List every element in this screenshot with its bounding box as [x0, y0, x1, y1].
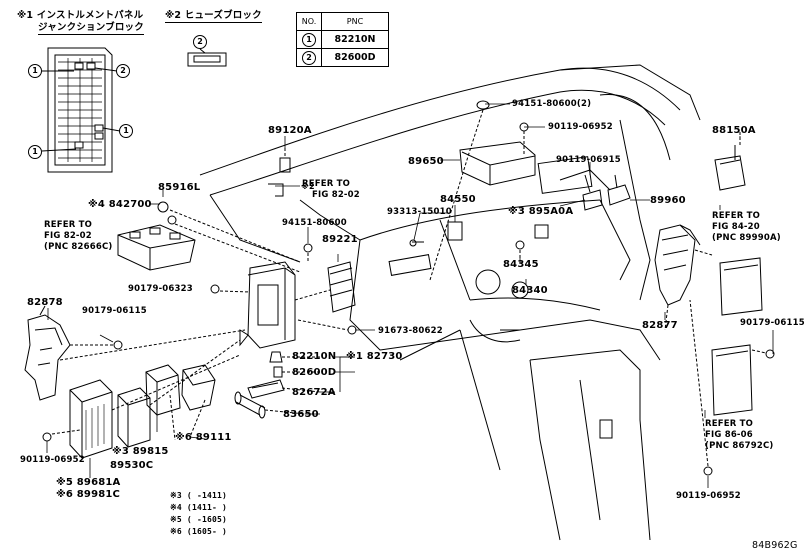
legend-row-no: 2: [302, 50, 316, 65]
legend-header-no: NO.: [296, 12, 322, 31]
lower-left-ecus: [42, 339, 241, 459]
part-label-90119-06952: 90119-06952: [548, 122, 613, 132]
inset1-title-line2: ジャンクションブロック: [38, 22, 144, 35]
part-label-82730: ※1 82730: [346, 351, 403, 362]
callout-circle-1: 1: [28, 145, 42, 159]
connector-block-left: [117, 201, 301, 273]
part-label-82600d: 82600D: [292, 367, 337, 378]
refer-to-label: REFER TO: [44, 220, 93, 230]
legend-row-pnc: 82600D: [321, 48, 389, 67]
part-label-89120a: 89120A: [268, 125, 312, 136]
callout-circle-2: 2: [116, 64, 130, 78]
part-label-94151-80600-2: 94151-80600(2): [512, 99, 592, 109]
bracket-82878: [24, 305, 246, 401]
legend-row: 2 82600D: [296, 48, 389, 67]
part-label-82210n: 82210N: [292, 351, 337, 362]
refer-pnc-82666c: (PNC 82666C): [44, 242, 113, 252]
figure-id: 84B962G: [752, 540, 798, 551]
callout-circle-2: 2: [193, 35, 207, 49]
note-6: ※6 (1605- ): [170, 527, 228, 536]
leader-lines: [46, 103, 774, 488]
part-label-82672a: 82672A: [292, 387, 336, 398]
part-label-91673-80622: 91673-80622: [378, 326, 443, 336]
note-3: ※3 ( -1411): [170, 491, 228, 500]
refer-pnc-86792c: (PNC 86792C): [705, 441, 774, 451]
part-label-89815: ※3 89815: [112, 446, 169, 457]
part-label-895a0a: ※3 895A0A: [508, 206, 574, 217]
part-label-89960: 89960: [650, 195, 686, 206]
right-ecus: [689, 130, 775, 476]
part-label-90119-06952: 90119-06952: [676, 491, 741, 501]
legend-header-pnc: PNC: [321, 12, 389, 31]
part-label-83650: 83650: [283, 409, 319, 420]
part-label-90179-06323: 90179-06323: [128, 284, 193, 294]
refer-fig-86-06: FIG 86-06: [705, 430, 753, 440]
part-label-89650: 89650: [408, 156, 444, 167]
callout-circle-1: 1: [119, 124, 133, 138]
fuse-block-inset: [187, 48, 227, 67]
ecu-89221: [303, 243, 356, 313]
refer-pnc-89990a: (PNC 89990A): [712, 233, 781, 243]
part-label-93313-15010: 93313-15010: [387, 207, 452, 217]
pnc-legend-table: NO. PNC 1 82210N 2 82600D: [296, 12, 389, 67]
refer-to-label: REFER TO: [712, 211, 761, 221]
part-label-82877: 82877: [642, 320, 678, 331]
part-label-89681a: ※5 89681A: [56, 477, 121, 488]
part-label-842700: ※4 842700: [88, 199, 152, 210]
fuse-relay-parts: [234, 351, 321, 419]
part-label-89530c: 89530C: [110, 460, 154, 471]
inset2-title: ※2 ヒューズブロック: [165, 10, 262, 23]
part-label-90179-06115: 90179-06115: [740, 318, 805, 328]
part-label-89221: 89221: [322, 234, 358, 245]
part-label-90119-06915: 90119-06915: [556, 155, 621, 165]
part-label-84550: 84550: [440, 194, 476, 205]
legend-row: 1 82210N: [296, 30, 389, 49]
refer-fig-82-02: FIG 82-02: [44, 231, 92, 241]
legend-header-row: NO. PNC: [296, 12, 389, 31]
inset1-title-line1: ※1 インストルメントパネル: [17, 10, 144, 21]
part-label-90119-06952: 90119-06952: [20, 455, 85, 465]
junction-block-inset: [41, 47, 121, 173]
note-4: ※4 (1411- ): [170, 503, 228, 512]
part-label-84345: 84345: [503, 259, 539, 270]
part-label-94151-80600: 94151-80600: [282, 218, 347, 228]
part-label-88150a: 88150A: [712, 125, 756, 136]
callout-circle-1: 1: [28, 64, 42, 78]
part-label-89981c: ※6 89981C: [56, 489, 121, 500]
legend-row-pnc: 82210N: [321, 30, 389, 49]
part-label-84340: 84340: [512, 285, 548, 296]
center-console-outline: [399, 319, 661, 541]
note-5: ※5 ( -1605): [170, 515, 228, 524]
part-label-90179-06115: 90179-06115: [82, 306, 147, 316]
refer-fig-84-20: FIG 84-20: [712, 222, 760, 232]
part-label-89111: ※6 89111: [175, 432, 232, 443]
refer-to-label: REFER TO: [302, 179, 351, 189]
part-label-85916l: 85916L: [158, 182, 201, 193]
refer-to-label: REFER TO: [705, 419, 754, 429]
instrument-panel-junction-block: [210, 261, 357, 349]
bracket-82877: [654, 224, 713, 331]
part-label-82878: 82878: [27, 297, 63, 308]
legend-row-no: 1: [302, 32, 316, 47]
refer-fig-82-02: FIG 82-02: [312, 190, 360, 200]
